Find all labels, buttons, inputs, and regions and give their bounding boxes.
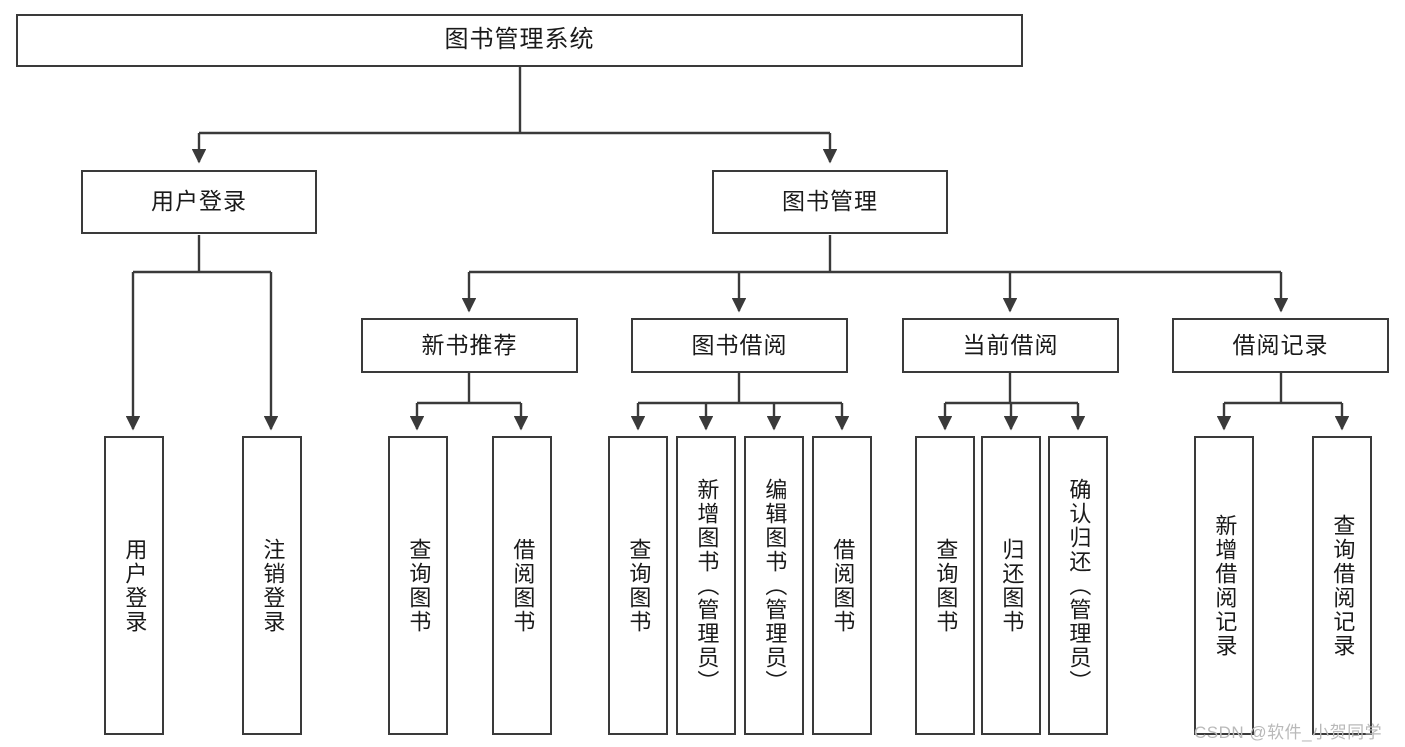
leaf-user-login-logout[interactable]: 注销登录 [242, 436, 302, 735]
node-label: 新书推荐 [421, 331, 518, 358]
node-label: 查询图书 [933, 537, 959, 634]
node-root-system[interactable]: 图书管理系统 [16, 14, 1023, 67]
node-label: 确认归还（管理员） [1066, 477, 1092, 694]
leaf-book-borrow-query[interactable]: 查询图书 [608, 436, 668, 735]
node-label: 新增借阅记录 [1212, 513, 1238, 658]
node-user-login[interactable]: 用户登录 [81, 170, 317, 234]
node-label: 新增图书（管理员） [694, 477, 720, 694]
node-label: 用户登录 [122, 537, 148, 634]
leaf-new-book-borrow[interactable]: 借阅图书 [492, 436, 552, 735]
node-label: 查询借阅记录 [1330, 513, 1356, 658]
leaf-book-borrow-add[interactable]: 新增图书（管理员） [676, 436, 736, 735]
leaf-current-borrow-confirm-return[interactable]: 确认归还（管理员） [1048, 436, 1108, 735]
node-book-borrow[interactable]: 图书借阅 [631, 318, 848, 373]
node-label: 编辑图书（管理员） [762, 477, 788, 694]
node-borrow-record[interactable]: 借阅记录 [1172, 318, 1389, 373]
node-book-management[interactable]: 图书管理 [712, 170, 948, 234]
node-label: 当前借阅 [962, 331, 1059, 358]
node-label: 借阅图书 [830, 537, 856, 634]
leaf-borrow-record-add[interactable]: 新增借阅记录 [1194, 436, 1254, 735]
leaf-current-borrow-return[interactable]: 归还图书 [981, 436, 1041, 735]
leaf-new-book-query[interactable]: 查询图书 [388, 436, 448, 735]
leaf-current-borrow-query[interactable]: 查询图书 [915, 436, 975, 735]
node-label: 图书管理系统 [444, 26, 595, 54]
node-label: 借阅图书 [510, 537, 536, 634]
node-label: 归还图书 [999, 537, 1025, 634]
node-new-book-recommend[interactable]: 新书推荐 [361, 318, 578, 373]
csdn-watermark: CSDN @软件_小贺同学 [1194, 723, 1383, 742]
node-current-borrow[interactable]: 当前借阅 [902, 318, 1119, 373]
node-label: 注销登录 [260, 537, 286, 634]
leaf-book-borrow-edit[interactable]: 编辑图书（管理员） [744, 436, 804, 735]
leaf-user-login-login[interactable]: 用户登录 [104, 436, 164, 735]
node-label: 用户登录 [151, 188, 247, 215]
leaf-borrow-record-query[interactable]: 查询借阅记录 [1312, 436, 1372, 735]
node-label: 图书借阅 [691, 331, 788, 358]
node-label: 借阅记录 [1232, 331, 1329, 358]
leaf-book-borrow-borrow[interactable]: 借阅图书 [812, 436, 872, 735]
node-label: 查询图书 [406, 537, 432, 634]
node-label: 查询图书 [626, 537, 652, 634]
node-label: 图书管理 [782, 188, 878, 215]
